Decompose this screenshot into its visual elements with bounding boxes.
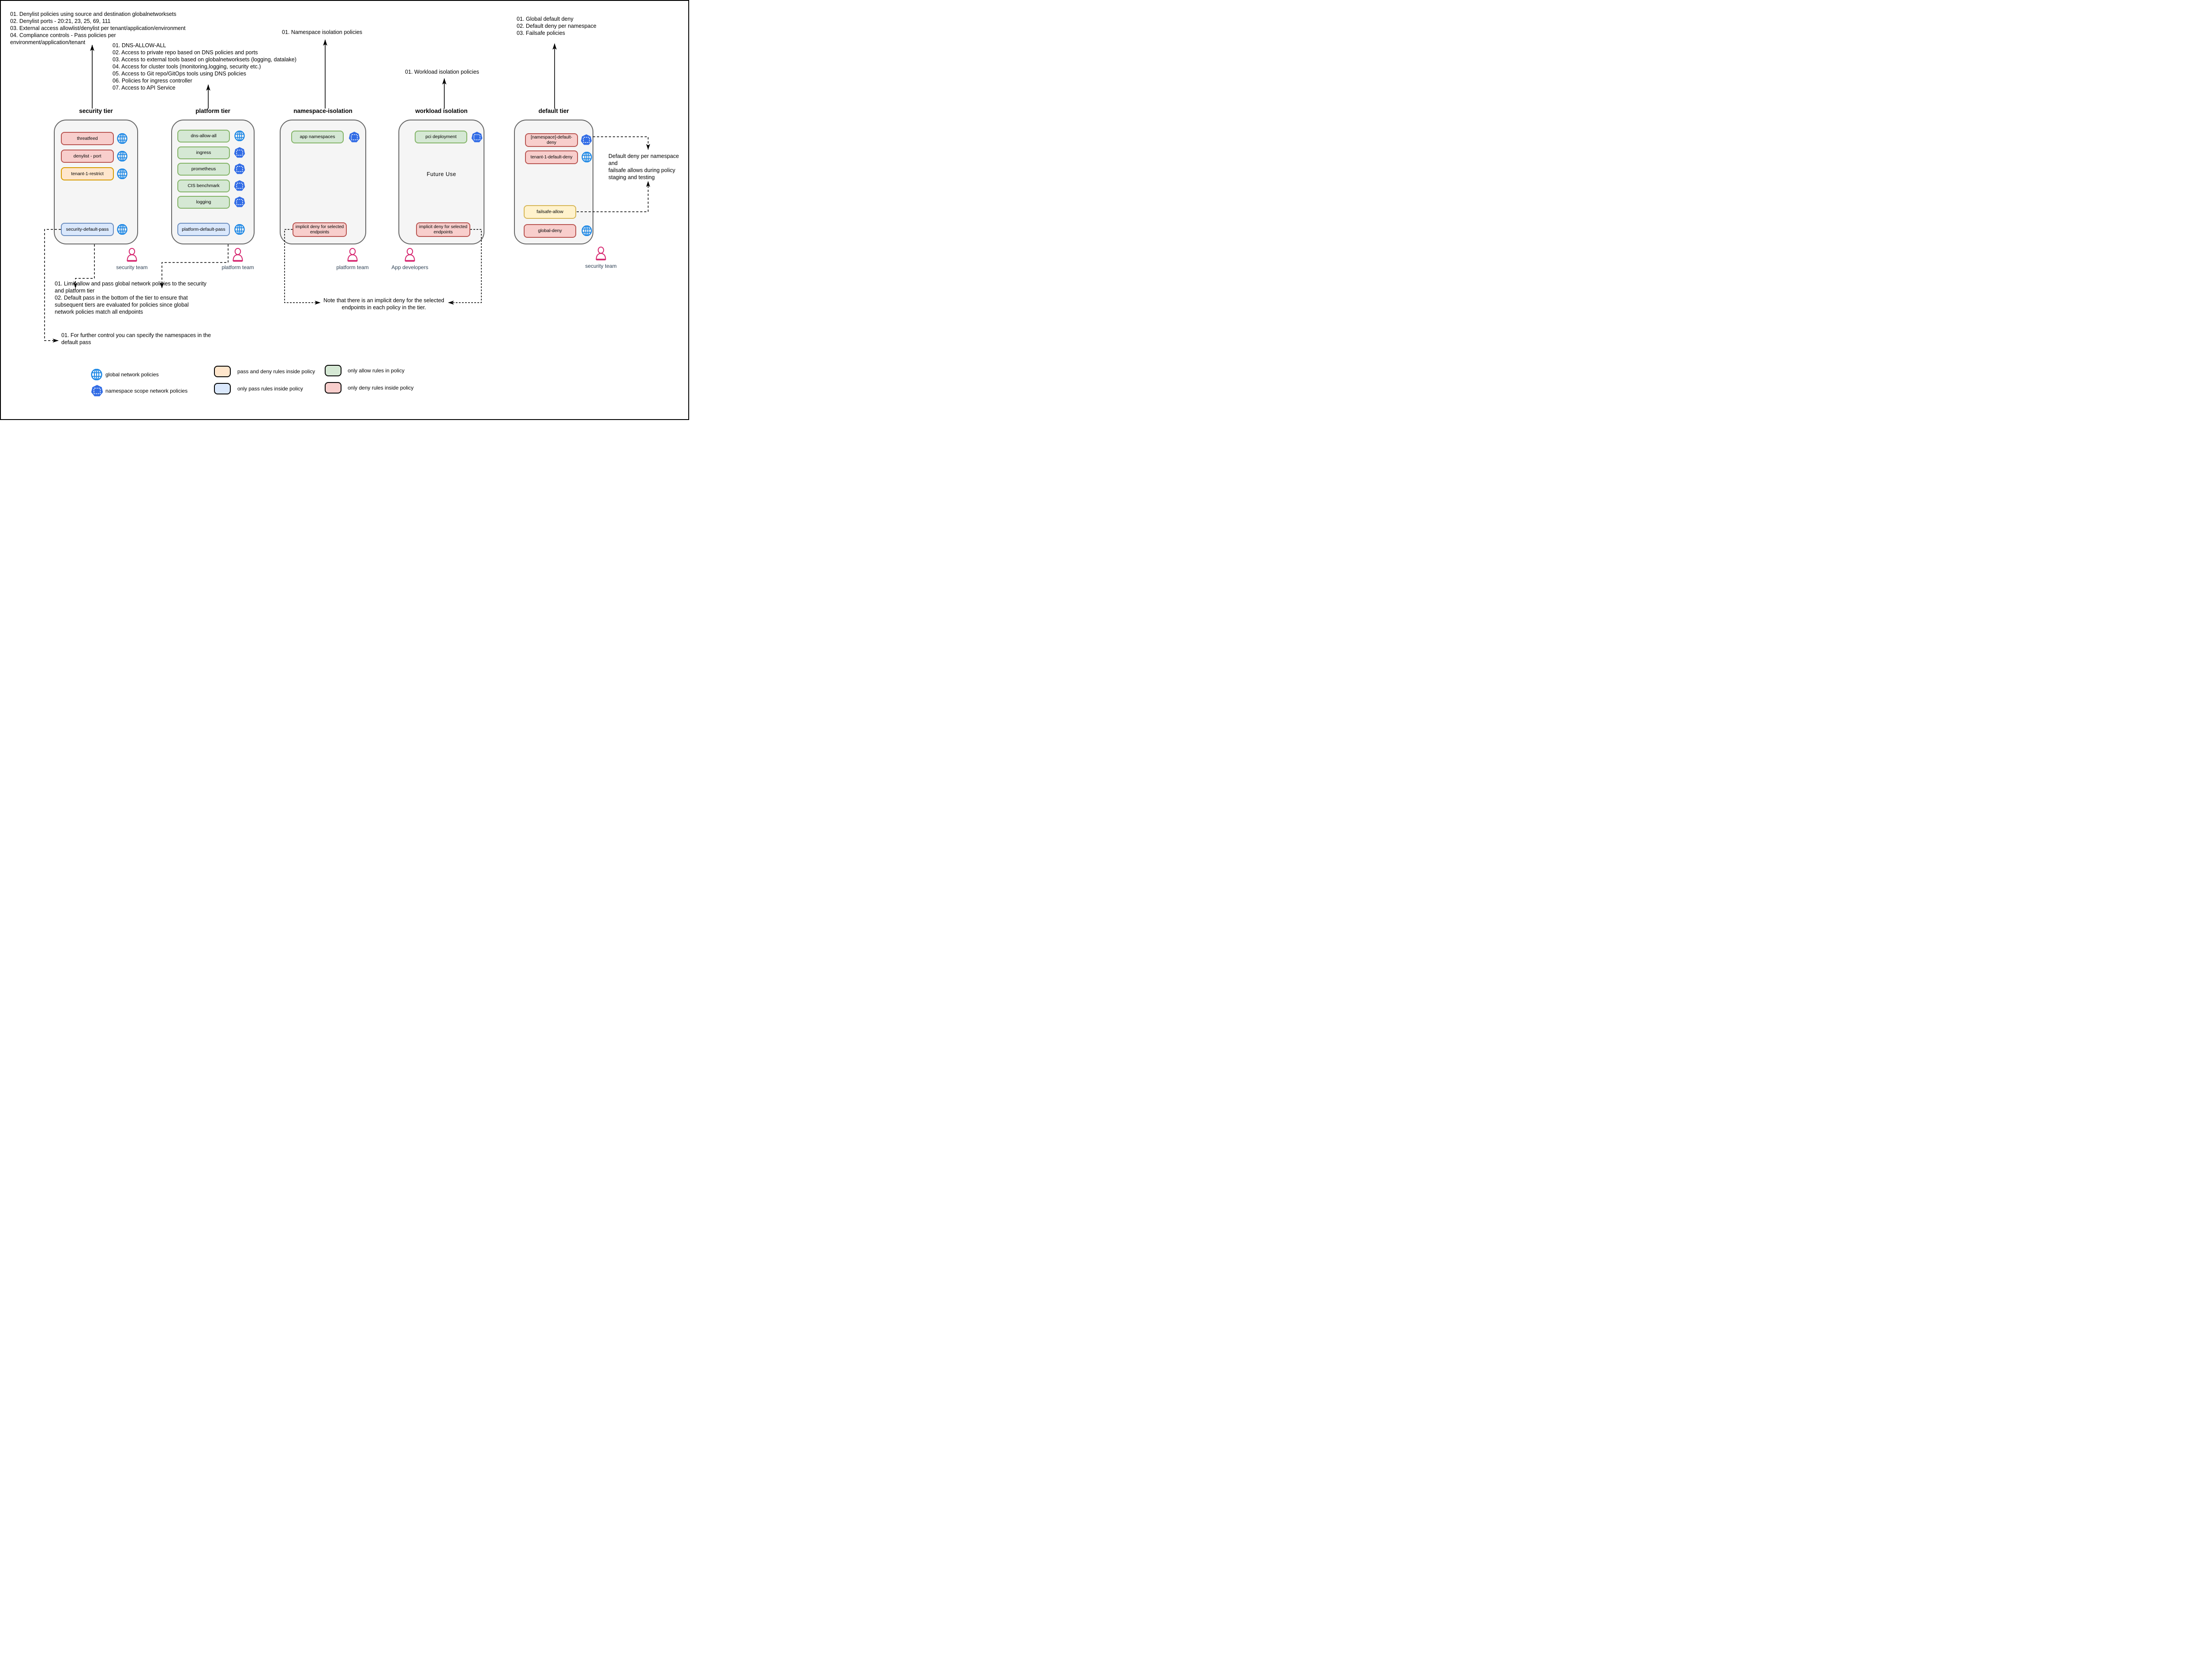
legend-globe-icon — [91, 369, 102, 380]
default-tier-note: 01. Global default deny 02. Default deny… — [517, 16, 597, 36]
policy-logging: logging — [177, 196, 230, 209]
team-label-security-2: security team — [585, 263, 617, 269]
policy-implicit-deny-namespace: implicit deny for selected endpoints — [293, 222, 347, 237]
legend-swatch-deny — [325, 382, 341, 394]
security-tier-title: security tier — [79, 108, 113, 114]
platform-tier-note: 01. DNS-ALLOW-ALL 02. Access to private … — [113, 42, 296, 91]
legend-swatch-pass-and-deny — [214, 366, 231, 377]
policy-pci-deployment: pci deployment — [415, 131, 467, 143]
team-label-platform-2: platform team — [336, 264, 369, 270]
pass-policies-note: 01. Limit allow and pass global network … — [55, 281, 206, 315]
legend-label-global: global network policies — [105, 371, 159, 378]
implicit-deny-note: Note that there is an implicit deny for … — [323, 297, 444, 311]
namespace-heptagon-icon — [581, 134, 592, 146]
legend-swatch-pass — [214, 383, 231, 394]
namespace-heptagon-icon — [234, 146, 245, 159]
policy-threatfeed: threatfeed — [61, 132, 114, 145]
policy-app-namespaces: app namespaces — [291, 131, 344, 143]
globe-icon — [234, 131, 245, 141]
policy-prometheus: prometheus — [177, 163, 230, 176]
security-tier-note: 01. Denylist policies using source and d… — [10, 11, 186, 45]
default-tier-title: default tier — [538, 108, 569, 114]
person-icon — [594, 247, 608, 261]
policy-ingress: ingress — [177, 146, 230, 159]
legend-namespace-heptagon-icon — [91, 384, 103, 398]
legend-swatch-allow — [325, 365, 341, 376]
policy-platform-default-pass: platform-default-pass — [177, 223, 230, 236]
team-label-app-developers: App developers — [391, 264, 428, 270]
legend-label-allow: only allow rules in policy — [348, 368, 405, 374]
person-icon — [125, 248, 139, 262]
namespace-isolation-note: 01. Namespace isolation policies — [282, 29, 363, 35]
globe-icon — [582, 225, 592, 236]
globe-icon — [117, 151, 128, 161]
workload-isolation-tier-title: workload isolation — [415, 108, 468, 114]
namespace-heptagon-icon — [234, 196, 245, 208]
policy-global-deny: global-deny — [524, 224, 576, 238]
globe-icon — [117, 224, 128, 235]
policy-tenant-1-default-deny: tenant-1-default-deny — [525, 150, 578, 164]
policy-denylist-port: denylist - port — [61, 150, 114, 163]
namespace-heptagon-icon — [234, 180, 245, 192]
future-use-label: Future Use — [427, 171, 456, 177]
legend-label-deny: only deny rules inside policy — [348, 385, 414, 391]
further-control-note: 01. For further control you can specify … — [61, 332, 211, 345]
globe-icon — [117, 133, 128, 144]
policy-security-default-pass: security-default-pass — [61, 223, 114, 236]
dashed-namespace-default-deny-to-staging-note — [593, 136, 650, 150]
policy-tenant-1-restrict: tenant-1-restrict — [61, 167, 114, 180]
policy-namespace-default-deny: [namespace]-default-deny — [525, 133, 578, 147]
default-deny-staging-note: Default deny per namespace and failsafe … — [608, 153, 679, 180]
namespace-isolation-tier-title: namespace-isolation — [293, 108, 353, 114]
namespace-heptagon-icon — [471, 131, 483, 143]
platform-tier-title: platform tier — [195, 108, 230, 114]
globe-icon — [117, 169, 128, 179]
diagram-canvas: 01. Denylist policies using source and d… — [0, 0, 689, 420]
legend-label-pass-and-deny: pass and deny rules inside policy — [237, 368, 315, 375]
globe-icon — [582, 152, 592, 162]
policy-dns-allow-all: dns-allow-all — [177, 130, 230, 142]
legend-label-pass: only pass rules inside policy — [237, 386, 303, 392]
person-icon — [403, 248, 416, 262]
policy-failsafe-allow: failsafe-allow — [524, 205, 576, 219]
globe-icon — [234, 224, 245, 235]
namespace-heptagon-icon — [234, 163, 245, 175]
legend-label-namespace: namespace scope network policies — [105, 388, 188, 394]
policy-implicit-deny-workload: implicit deny for selected endpoints — [416, 222, 470, 237]
team-label-platform-1: platform team — [221, 264, 254, 270]
workload-isolation-note: 01. Workload isolation policies — [405, 69, 479, 75]
person-icon — [231, 248, 244, 262]
team-label-security-1: security team — [116, 264, 148, 270]
person-icon — [346, 248, 359, 262]
policy-cis-benchmark: CIS benchmark — [177, 180, 230, 192]
namespace-heptagon-icon — [349, 131, 360, 143]
